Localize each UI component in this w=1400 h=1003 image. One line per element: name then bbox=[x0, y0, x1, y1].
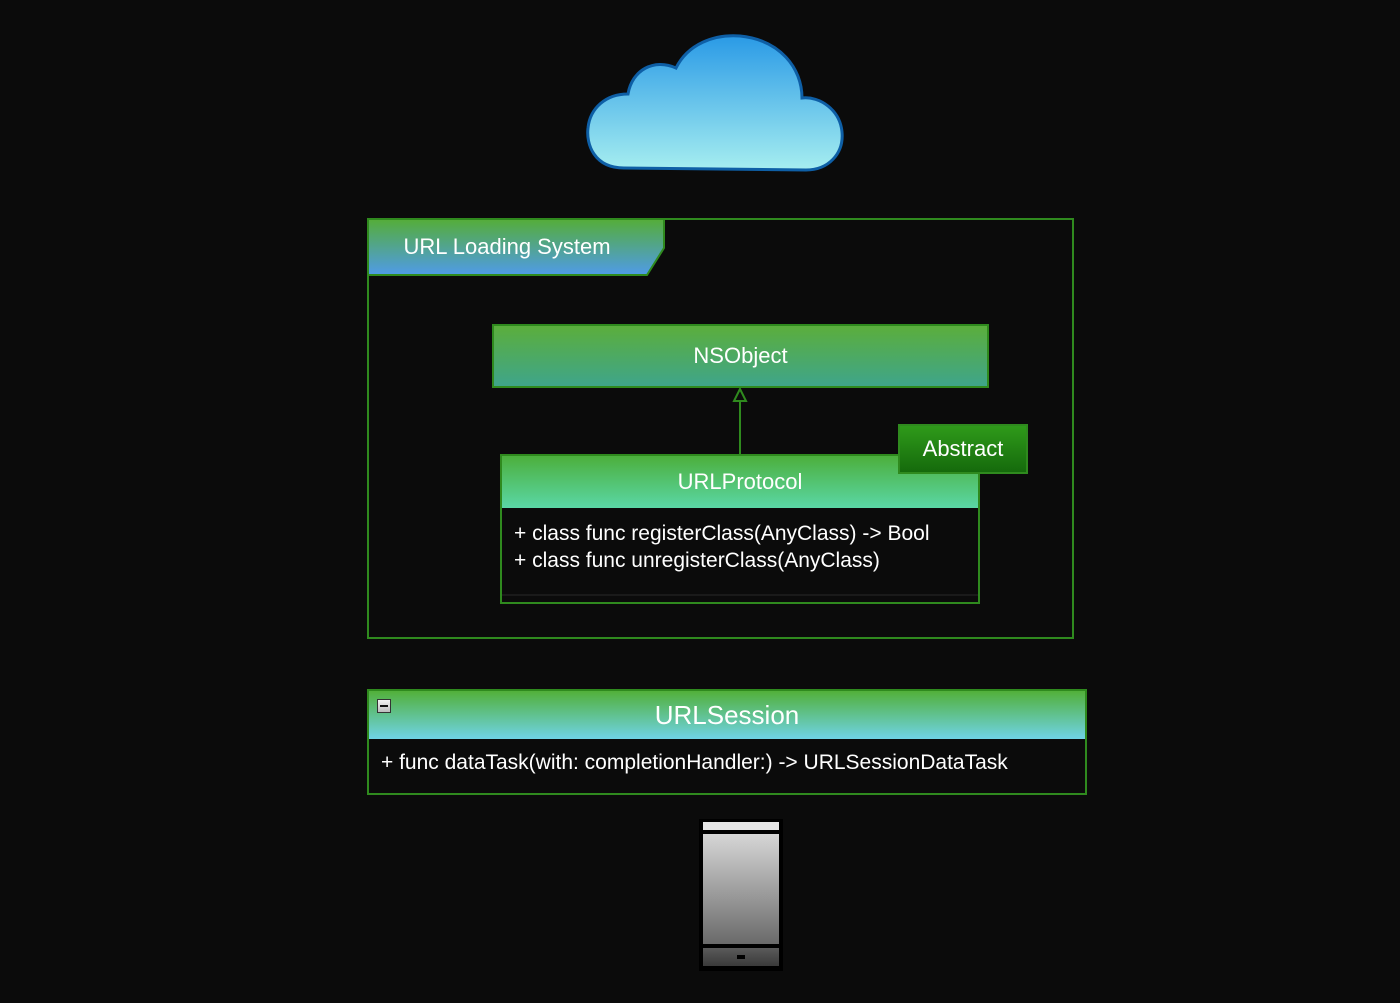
urlprotocol-methods: + class func registerClass(AnyClass) -> … bbox=[500, 508, 980, 604]
package-frame bbox=[367, 218, 1074, 639]
abstract-label: Abstract bbox=[922, 436, 1004, 461]
nsobject-class-name: NSObject bbox=[693, 343, 788, 368]
package-title: URL Loading System bbox=[403, 234, 611, 259]
method-register-class: + class func registerClass(AnyClass) -> … bbox=[514, 522, 930, 545]
urlprotocol-class-name: URLProtocol bbox=[677, 469, 803, 494]
inheritance-arrow bbox=[732, 386, 748, 454]
urlsession-methods: + func dataTask(with: completionHandler:… bbox=[367, 739, 1087, 795]
mobile-device-icon bbox=[699, 819, 783, 971]
urlsession-class-name: URLSession bbox=[654, 699, 800, 730]
urlsession-class-header[interactable]: URLSession bbox=[367, 689, 1087, 741]
collapse-minus-icon[interactable] bbox=[377, 699, 391, 713]
abstract-stereotype-badge: Abstract bbox=[898, 424, 1028, 474]
package-tab bbox=[367, 218, 665, 276]
class-divider bbox=[502, 594, 978, 596]
method-data-task: + func dataTask(with: completionHandler:… bbox=[381, 751, 1008, 774]
urlprotocol-class-header[interactable]: URLProtocol bbox=[500, 454, 980, 510]
nsobject-class[interactable]: NSObject bbox=[492, 324, 989, 388]
cloud-icon bbox=[586, 34, 844, 172]
method-unregister-class: + class func unregisterClass(AnyClass) bbox=[514, 549, 880, 572]
